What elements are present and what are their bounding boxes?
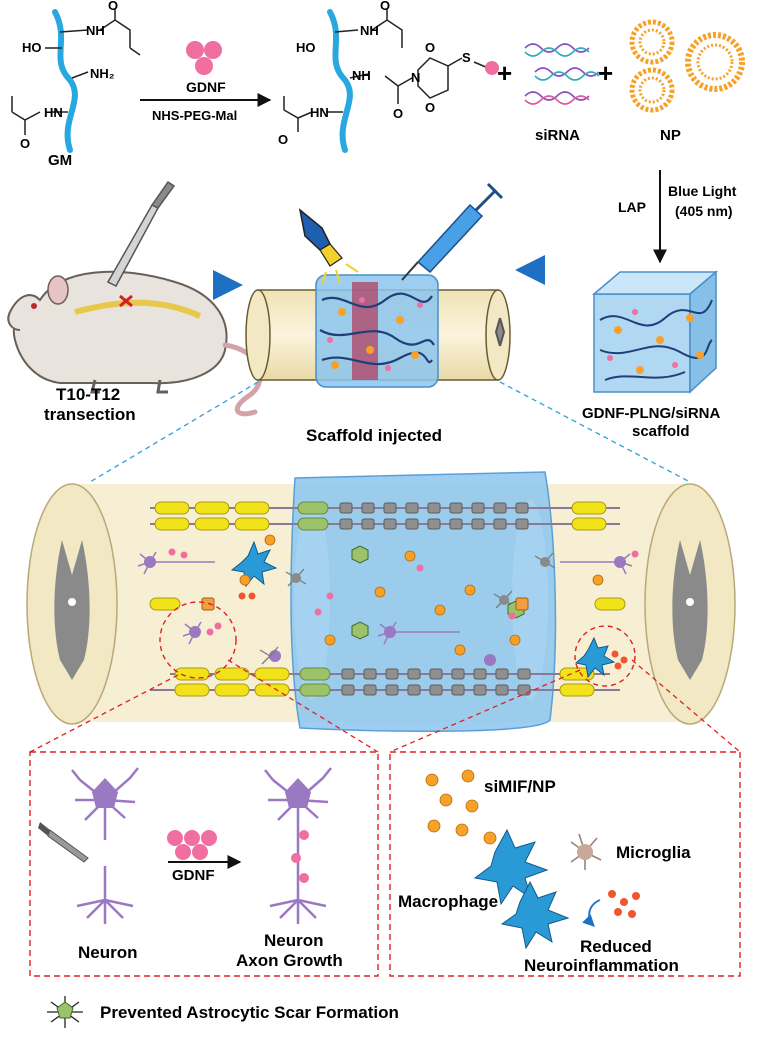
product-molecule (283, 8, 499, 153)
neuron-regrown (264, 767, 332, 924)
neuron-injured (71, 767, 139, 924)
gm-molecule (11, 8, 141, 153)
neuron-gdnf-dots (291, 830, 309, 883)
simif-label: siMIF/NP (484, 777, 556, 796)
lap-label: LAP (618, 199, 646, 215)
product-nh-label-2: NH (352, 68, 371, 83)
gm-ho-label: HO (22, 40, 42, 55)
microglia-cell (570, 833, 602, 870)
rat-label-line2: transection (44, 405, 136, 424)
panel-scalpel-icon (38, 822, 89, 863)
sirna-label: siRNA (535, 127, 580, 144)
gm-nh2-label: NH₂ (90, 66, 115, 81)
scaffold-injected-label: Scaffold injected (306, 426, 442, 445)
inflammation-panel-frame (389, 751, 741, 977)
np-icon (629, 19, 745, 113)
product-nh-label: NH (360, 23, 379, 38)
flashlight-icon (298, 208, 359, 285)
product-o-label-5: O (278, 132, 288, 147)
gdnf-dots-panel (167, 830, 217, 860)
gdnf-reagent-dots (186, 41, 222, 75)
product-o-label: O (380, 0, 390, 13)
gm-o-label: O (108, 0, 118, 13)
neuron-panel-frame (29, 751, 379, 977)
spinal-cord-small (245, 274, 511, 388)
gm-hn-label: HN (44, 105, 63, 120)
spinal-cord-large (26, 471, 736, 733)
plus-sign-1: + (497, 58, 512, 88)
product-o-label-2: O (425, 40, 435, 55)
astrocyte-legend-icon (47, 996, 83, 1028)
cytokine-dots (608, 890, 640, 918)
sirna-icon (524, 43, 600, 105)
hydrogel-cube (591, 270, 719, 394)
zoom-line-left (89, 381, 259, 483)
scalpel-icon (106, 180, 176, 287)
product-o-label-4: O (393, 106, 403, 121)
neuron-label: Neuron (78, 943, 138, 962)
rat-label-line1: T10-T12 (56, 385, 120, 404)
panel-connector-right-2 (631, 659, 741, 753)
syringe-icon (401, 182, 504, 281)
simif-np-particles (425, 769, 497, 845)
blue-light-label: Blue Light (668, 183, 737, 199)
scaffold-label-line2: scaffold (632, 423, 690, 440)
neuron-growth-label-1: Neuron (264, 931, 324, 950)
gdnf-panel-label: GDNF (172, 867, 215, 884)
panel-connector-left-1 (29, 674, 179, 753)
gm-nh-label: NH (86, 23, 105, 38)
microglia-label: Microglia (616, 843, 691, 862)
neuroinflammation-label: Neuroinflammation (524, 956, 679, 975)
product-o-label-3: O (425, 100, 435, 115)
neuron-regrown-body (285, 778, 311, 808)
product-n-label: N (411, 70, 420, 85)
product-s-label: S (462, 50, 471, 65)
reaction-gdnf-label: GDNF (186, 79, 226, 95)
microglia-body (577, 844, 593, 860)
wavelength-label: (405 nm) (675, 203, 733, 219)
gm-label: GM (48, 152, 72, 169)
legend-astro-text: Prevented Astrocytic Scar Formation (100, 1003, 399, 1022)
product-ho-label: HO (296, 40, 316, 55)
macrophage-cell-2 (500, 880, 570, 950)
panel-connector-left-2 (227, 659, 379, 753)
reduction-arrow (582, 899, 601, 927)
neuron-growth-label-2: Axon Growth (236, 951, 343, 970)
neuron-injured-body (92, 778, 118, 808)
macrophage-label: Macrophage (398, 892, 498, 911)
reaction-linker-label: NHS-PEG-Mal (152, 108, 237, 123)
reduced-label: Reduced (580, 937, 652, 956)
product-hn-label: HN (310, 105, 329, 120)
gm-o-label-2: O (20, 136, 30, 151)
rat-illustration (7, 270, 263, 417)
np-label: NP (660, 127, 681, 144)
plus-sign-2: + (598, 58, 613, 88)
scaffold-label-line1: GDNF-PLNG/siRNA (582, 405, 721, 422)
panel-connector-right-1 (389, 669, 581, 753)
